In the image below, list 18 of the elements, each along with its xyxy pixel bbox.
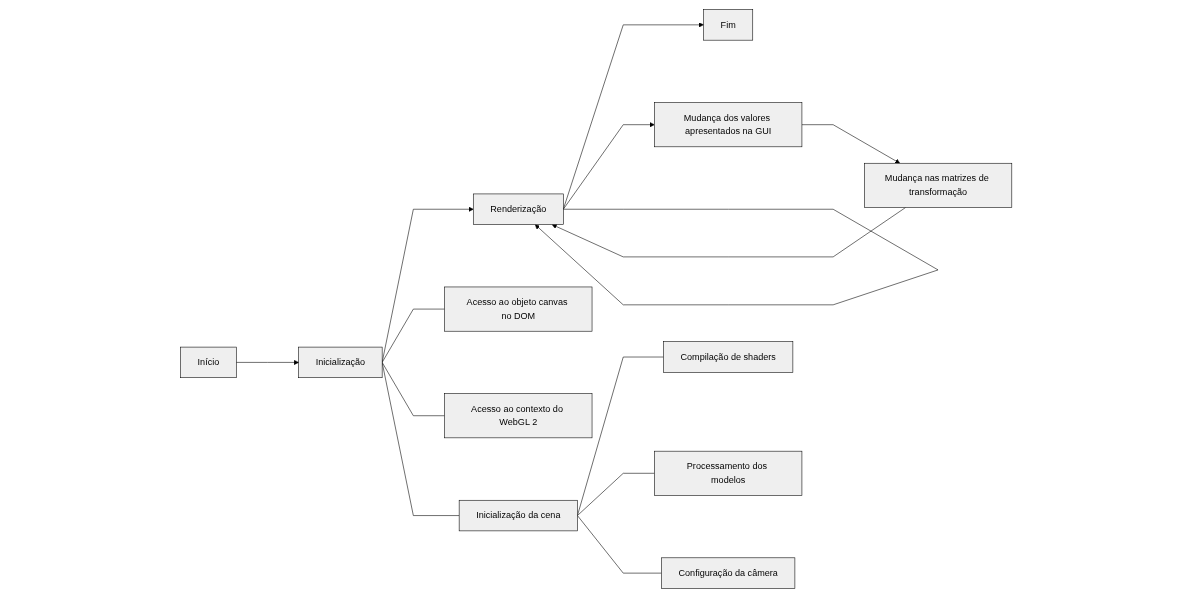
connector [577, 356, 665, 516]
node-box: Processamento dos modelos [654, 450, 803, 496]
node-box: Inicialização [298, 346, 383, 378]
node-box: Compilação de shaders [663, 341, 794, 373]
connector [577, 473, 656, 516]
connector [382, 362, 446, 416]
node-box: Mudança dos valores apresentados na GUI [654, 102, 803, 148]
node-box: Configuração da câmera [661, 557, 796, 589]
node-box: Renderização [473, 193, 564, 225]
connector [382, 362, 460, 516]
node-box: Acesso ao contexto do WebGL 2 [444, 393, 593, 439]
node-box: Fim [703, 9, 754, 41]
node-box: Início [180, 346, 237, 378]
node-box: Inicialização da cena [459, 499, 579, 532]
connector [577, 515, 663, 574]
node-box: Acesso ao objeto canvas no DOM [444, 286, 593, 332]
connector [382, 308, 446, 363]
node-box: Mudança nas matrizes de transformação [864, 162, 1013, 208]
